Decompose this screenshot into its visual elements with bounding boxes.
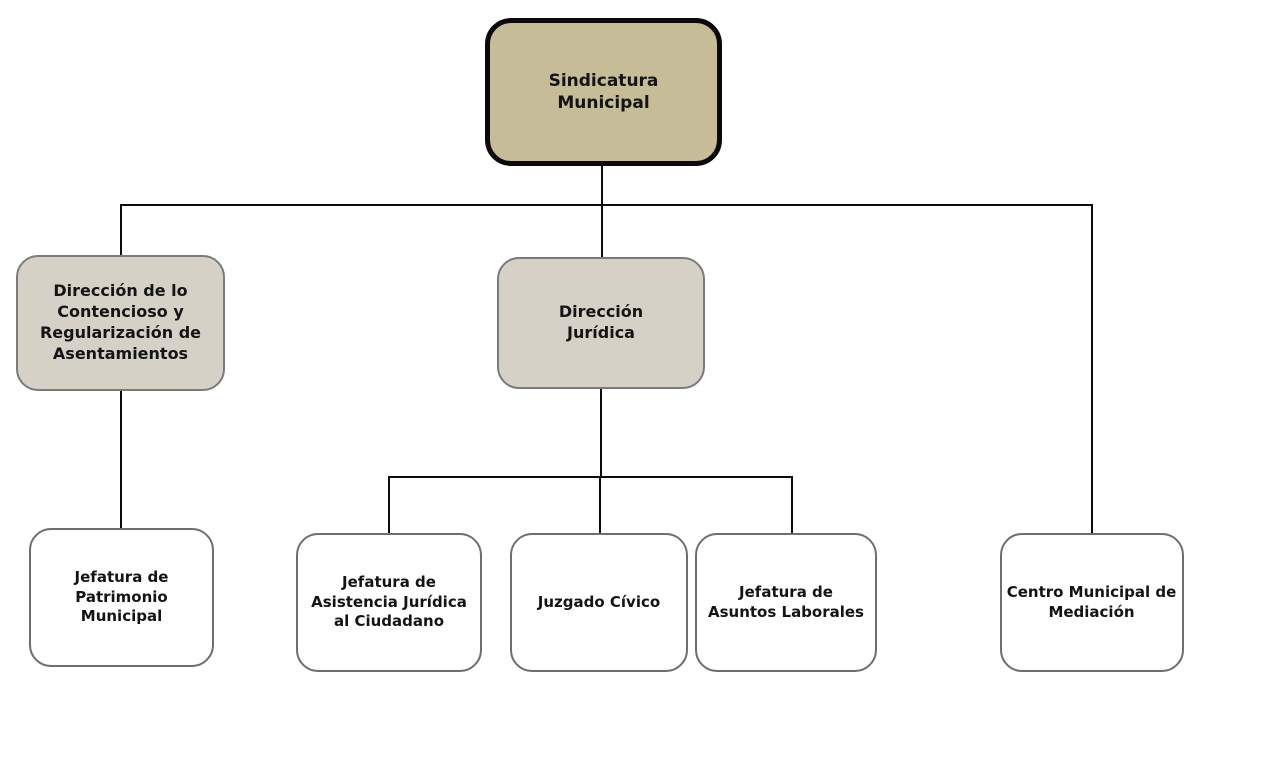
node-label: Juzgado Cívico xyxy=(537,592,661,611)
connector-root-stem xyxy=(601,166,603,205)
node-label: Jefatura de Patrimonio Municipal xyxy=(74,568,169,626)
node-juzgado-civico[interactable]: Juzgado Cívico xyxy=(510,533,688,672)
node-direccion-contencioso[interactable]: Dirección de lo Contencioso y Regulariza… xyxy=(16,255,225,391)
connector-drop-juridica xyxy=(601,204,603,257)
node-label: Dirección Jurídica xyxy=(558,302,644,342)
node-sindicatura-municipal[interactable]: Sindicatura Municipal xyxy=(485,18,722,166)
connector-drop-juzgado xyxy=(599,476,601,534)
node-jefatura-asuntos-laborales[interactable]: Jefatura de Asuntos Laborales xyxy=(695,533,877,672)
connector-level2-bus xyxy=(389,476,793,478)
connector-drop-laborales xyxy=(791,476,793,534)
connector-drop-asistencia xyxy=(388,476,390,534)
node-label: Dirección de lo Contencioso y Regulariza… xyxy=(39,281,201,363)
node-label: Jefatura de Asuntos Laborales xyxy=(707,583,864,621)
node-direccion-juridica[interactable]: Dirección Jurídica xyxy=(497,257,705,389)
node-label: Centro Municipal de Mediación xyxy=(1006,583,1177,621)
node-label: Jefatura de Asistencia Jurídica al Ciuda… xyxy=(311,573,467,631)
node-jefatura-asistencia-juridica[interactable]: Jefatura de Asistencia Jurídica al Ciuda… xyxy=(296,533,482,672)
connector-drop-contencioso xyxy=(120,204,122,257)
node-centro-municipal-mediacion[interactable]: Centro Municipal de Mediación xyxy=(1000,533,1184,672)
connector-drop-mediacion xyxy=(1091,204,1093,533)
connector-level1-bus xyxy=(121,204,1093,206)
node-label: Sindicatura Municipal xyxy=(548,70,659,113)
connector-juridica-stem xyxy=(600,389,602,477)
connector-contencioso-patrimonio xyxy=(120,391,122,529)
node-jefatura-patrimonio-municipal[interactable]: Jefatura de Patrimonio Municipal xyxy=(29,528,214,667)
